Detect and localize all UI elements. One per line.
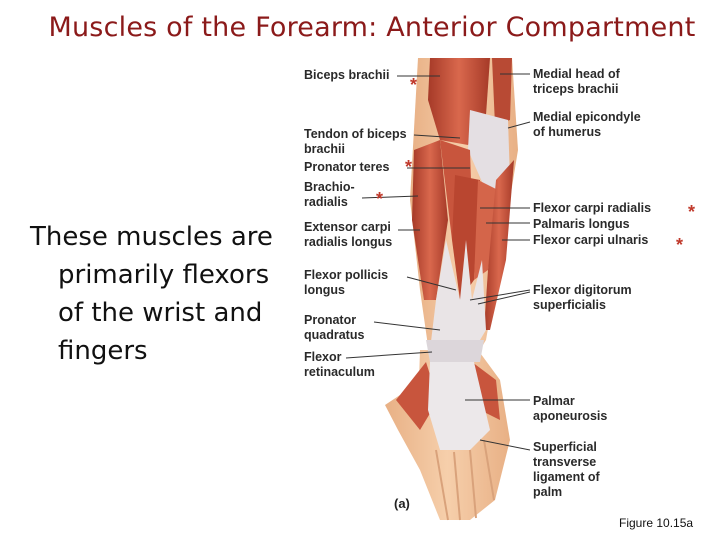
body-text-line: fingers xyxy=(58,336,148,366)
label-biceps-brachii: Biceps brachii xyxy=(304,68,390,82)
label-flexor-carpi-ulnaris: Flexor carpi ulnaris xyxy=(533,233,649,247)
triceps-muscle xyxy=(492,58,512,125)
panel-letter: (a) xyxy=(394,496,410,511)
label-brachioradialis: Brachio-radialis xyxy=(304,180,355,209)
label-flexor-carpi-radialis: Flexor carpi radialis xyxy=(533,201,652,215)
finger-bases xyxy=(435,439,495,521)
star-pronator-teres: * xyxy=(405,157,413,177)
body-text-line: of the wrist and xyxy=(58,298,263,328)
forearm-tendons xyxy=(430,240,486,350)
brachioradialis-muscle xyxy=(412,140,448,300)
body-text: These muscles are primarily flexors of t… xyxy=(30,218,280,370)
star-biceps-brachii: * xyxy=(410,75,418,95)
body-text-line: These muscles are xyxy=(30,222,273,252)
thenar-muscles xyxy=(396,362,438,430)
label-palmaris-longus: Palmaris longus xyxy=(533,217,630,231)
body-text-line: primarily flexors xyxy=(58,260,270,290)
flexor-carpi-ulnaris-muscle xyxy=(484,160,514,330)
star-flexor-carpi-radialis: * xyxy=(688,202,696,222)
star-brachioradialis: * xyxy=(376,189,384,209)
flexor-retinaculum xyxy=(426,340,484,362)
star-flexor-carpi-ulnaris: * xyxy=(676,235,684,255)
palmar-aponeurosis xyxy=(428,362,490,450)
label-pronator-teres: Pronator teres xyxy=(304,160,390,174)
slide-title: Muscles of the Forearm: Anterior Compart… xyxy=(48,12,696,43)
figure-caption: Figure 10.15a xyxy=(619,516,694,530)
flexor-carpi-radialis-muscle xyxy=(452,175,480,300)
left-leader-lines xyxy=(345,75,470,359)
right-leader-lines xyxy=(465,73,531,451)
hypothenar-muscles xyxy=(472,362,500,420)
palmaris-longus-muscle xyxy=(474,180,498,280)
